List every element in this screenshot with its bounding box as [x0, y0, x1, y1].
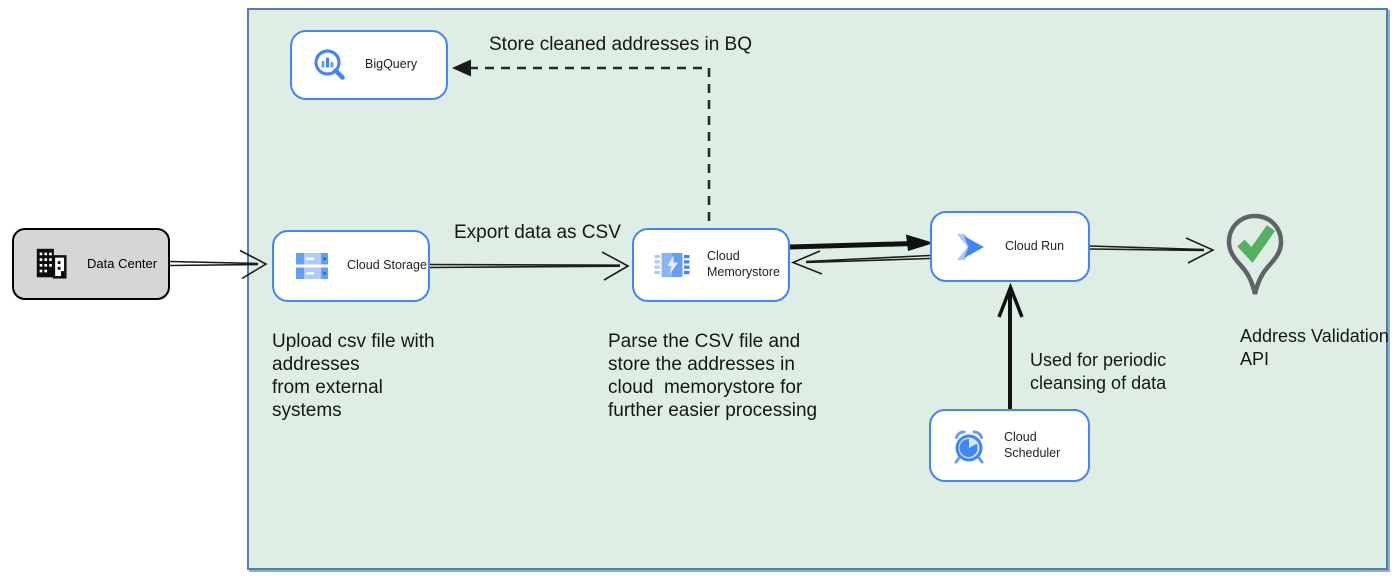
label-address-validation-api: Address Validation API — [1240, 326, 1389, 369]
node-datacenter[interactable]: Data Center — [12, 228, 170, 300]
checkmark-icon — [1237, 225, 1276, 263]
system-boundary-box — [247, 8, 1388, 570]
label-periodic-cleansing: Used for periodic cleansing of data — [1030, 350, 1167, 393]
node-label: BigQuery — [365, 57, 418, 72]
scheduler-clock-icon — [950, 427, 988, 465]
node-label: Data Center — [87, 255, 158, 271]
node-cloud-memorystore[interactable]: Cloud Memorystore — [632, 228, 790, 302]
bigquery-magnifier-icon — [311, 46, 349, 84]
memorystore-chip-icon — [653, 246, 691, 284]
node-bigquery[interactable]: BigQuery — [290, 30, 448, 100]
node-cloud-storage[interactable]: Cloud Storage — [272, 230, 430, 302]
note-parse-csv: Parse the CSV file and store the address… — [608, 331, 818, 421]
label-store-cleaned-addresses: Store cleaned addresses in BQ — [489, 34, 752, 55]
cloud-run-chevrons-icon — [951, 228, 989, 266]
node-cloud-scheduler[interactable]: Cloud Scheduler — [929, 409, 1090, 482]
building-icon — [33, 245, 71, 283]
note-upload-csv: Upload csv file with addresses from exte… — [272, 331, 435, 421]
node-cloud-run[interactable]: Cloud Run — [930, 211, 1090, 282]
storage-buckets-icon — [293, 247, 331, 285]
location-pin-icon[interactable] — [1219, 210, 1291, 304]
node-label: Cloud Storage — [347, 258, 427, 273]
label-export-data-csv: Export data as CSV — [454, 222, 621, 243]
node-label: Cloud Memorystore — [707, 249, 780, 279]
node-label: Cloud Scheduler — [1004, 429, 1061, 460]
node-label: Cloud Run — [1005, 238, 1065, 253]
